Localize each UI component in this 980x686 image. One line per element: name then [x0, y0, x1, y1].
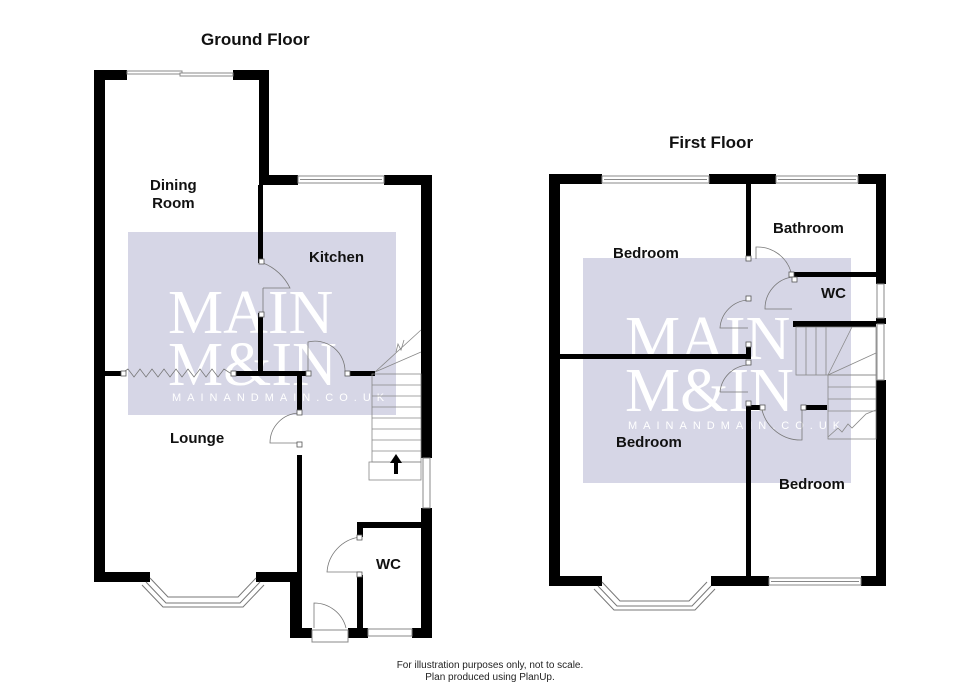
watermark-url-first: MAINANDMAIN.CO.UK — [628, 420, 847, 432]
first-floor-door-jambs — [745, 255, 807, 411]
first-floor-windows — [593, 175, 885, 611]
ground-floor-door-jambs — [120, 258, 363, 578]
disclaimer-footer: For illustration purposes only, not to s… — [380, 660, 600, 684]
first-floor-doors — [719, 246, 803, 441]
ground-floor-walls — [94, 70, 432, 638]
room-label-bedroom-3: Bedroom — [779, 476, 845, 493]
room-label-bathroom: Bathroom — [773, 220, 844, 237]
watermark-logo-line1-first: MAIN — [625, 305, 791, 373]
room-label-lounge: Lounge — [170, 430, 225, 447]
disclaimer-line2: Plan produced using PlanUp. — [425, 672, 555, 683]
watermark-logo-line2-first: M&IN — [625, 357, 794, 425]
ground-floor-doors — [121, 262, 361, 629]
room-label-dining-line1: Dining — [150, 177, 197, 194]
up-arrow-icon — [390, 454, 402, 474]
room-label-kitchen: Kitchen — [309, 249, 365, 266]
watermark-logo-line1-ground: MAIN — [168, 279, 334, 347]
ground-floor-staircase — [368, 329, 422, 481]
first-floor-walls — [549, 174, 886, 586]
ground-floor-title: Ground Floor — [201, 30, 310, 49]
first-floor-staircase — [795, 326, 877, 440]
room-label-bedroom-2: Bedroom — [616, 434, 682, 451]
watermark-logo-line2-ground: M&IN — [168, 331, 337, 399]
ground-floor-windows — [126, 70, 431, 643]
room-label-dining-room: Dining Room — [150, 177, 197, 213]
disclaimer-line1: For illustration purposes only, not to s… — [396, 660, 584, 671]
first-floor-title: First Floor — [669, 133, 754, 152]
watermark-url-ground: MAINANDMAIN.CO.UK — [172, 392, 391, 404]
room-label-first-wc: WC — [821, 285, 846, 302]
room-label-ground-wc: WC — [376, 556, 401, 573]
room-label-bedroom-1: Bedroom — [613, 245, 679, 262]
room-label-dining-line2: Room — [152, 195, 195, 212]
